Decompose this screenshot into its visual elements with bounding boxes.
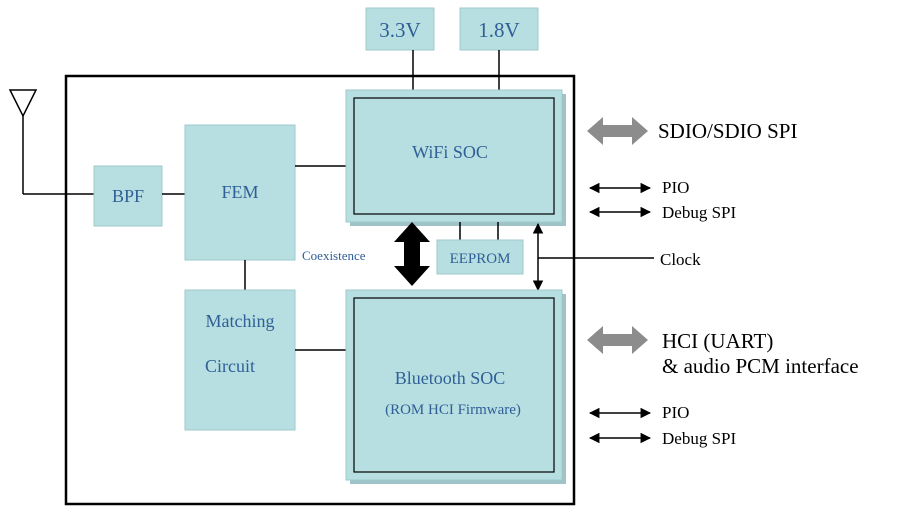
sdio-bus-arrow — [587, 117, 648, 145]
eeprom-label: EEPROM — [450, 251, 511, 267]
bluetooth-firmware-label: (ROM HCI Firmware) — [385, 402, 521, 418]
hci-label-2: & audio PCM interface — [662, 354, 859, 378]
hci-bus-arrow — [587, 326, 648, 354]
debug-spi-top-label: Debug SPI — [662, 203, 736, 222]
debug-spi-bottom-label: Debug SPI — [662, 429, 736, 448]
power-3v3-block: 3.3V — [365, 7, 435, 51]
sdio-label: SDIO/SDIO SPI — [658, 119, 797, 143]
matching-label-1: Matching — [206, 311, 275, 331]
pio-bottom-label: PIO — [662, 403, 689, 422]
wifi-soc-block: WiFi SOC — [345, 89, 566, 226]
matching-circuit-block: Matching Circuit — [184, 289, 296, 431]
coexistence-arrow — [394, 222, 430, 286]
power-1v8-label: 1.8V — [478, 18, 519, 42]
eeprom-block: EEPROM — [436, 222, 524, 275]
bluetooth-soc-block: Bluetooth SOC (ROM HCI Firmware) — [345, 289, 566, 484]
wifi-soc-label: WiFi SOC — [412, 142, 488, 162]
bpf-block: BPF — [93, 165, 163, 227]
coexistence-label: Coexistence — [302, 248, 366, 263]
power-1v8-block: 1.8V — [459, 7, 539, 51]
pio-top-label: PIO — [662, 178, 689, 197]
bluetooth-soc-label: Bluetooth SOC — [395, 368, 506, 388]
antenna-icon — [8, 89, 94, 195]
clock-label: Clock — [660, 250, 701, 269]
hci-label-1: HCI (UART) — [662, 329, 773, 353]
fem-block: FEM — [184, 124, 296, 261]
matching-label-2: Circuit — [205, 356, 255, 376]
bpf-label: BPF — [112, 186, 144, 206]
module-outline — [64, 74, 576, 506]
power-3v3-label: 3.3V — [379, 18, 420, 42]
fem-label: FEM — [221, 182, 258, 202]
